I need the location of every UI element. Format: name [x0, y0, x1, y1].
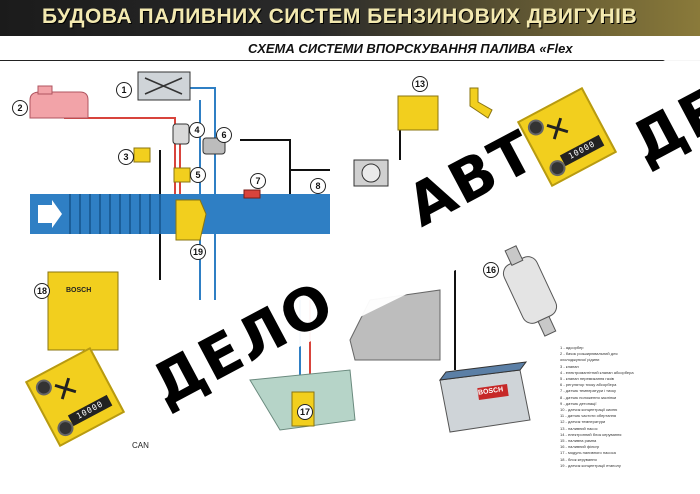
control-unit-18 [47, 271, 119, 351]
page-subtitle: СХЕМА СИСТЕМИ ВПОРСКУВАННЯ ПАЛИВА «Flex [248, 41, 573, 56]
legend-item: 11 - датчик частоти обертання [560, 413, 617, 419]
callout-6: 6 [216, 127, 232, 143]
temp-pressure-sensor-7 [243, 189, 261, 199]
callout-19: 19 [190, 244, 206, 260]
callout-18: 18 [34, 283, 50, 299]
fuel-pump-13 [397, 95, 439, 131]
legend-item: 5 - клапан перемикання газів [560, 376, 614, 382]
page-title: БУДОВА ПАЛИВНИХ СИСТЕМ БЕНЗИНОВИХ ДВИГУН… [42, 5, 638, 28]
legend-item: 15 - паливна рампа [560, 438, 597, 444]
callout-16: 16 [483, 262, 499, 278]
valve-3 [133, 147, 151, 163]
legend-item: 7 - датчик температури і тиску [560, 388, 617, 394]
callout-2: 2 [12, 100, 28, 116]
ecu-brand-label: BOSCH [66, 287, 92, 294]
callout-3: 3 [118, 149, 134, 165]
callout-8: 8 [310, 178, 326, 194]
callout-7: 7 [250, 173, 266, 189]
legend-item: 17 - модуль паливного насоса [560, 450, 616, 456]
battery [438, 361, 531, 433]
legend-item: 1 - адсорбер [560, 345, 584, 350]
legend-item: охолоджуючої рідини [560, 357, 600, 363]
legend-item: 2 - бачок розширювальний для [560, 351, 618, 357]
callout-5: 5 [190, 167, 206, 183]
solenoid-valve-4 [172, 123, 190, 145]
legend-item: 4 - електромагнітний клапан абсорбера [560, 369, 634, 375]
legend-item: 14 - електронний блок керування [560, 431, 622, 437]
airflow-arrow [38, 200, 62, 228]
legend-item: 6 - регулятор тиску абсорбера [560, 382, 617, 388]
legend-item: 3 - клапан [560, 363, 579, 369]
legend: 1 - адсорбер 2 - бачок розширювальний дл… [560, 345, 690, 469]
fuel-filter-16 [502, 245, 558, 337]
wrench-screwdriver-icon: ✕ [539, 109, 578, 151]
legend-item: 13 - паливний насос [560, 425, 598, 431]
legend-item: 16 - паливний фільтр [560, 444, 600, 450]
legend-item: 10 - датчик концентрації кисню [560, 407, 618, 413]
pedal-sensor [469, 87, 493, 119]
legend-item: 9 - датчик детонації [560, 400, 597, 406]
callout-1: 1 [116, 82, 132, 98]
black-line-b [240, 139, 291, 220]
legend-item: 18 - блок керування [560, 456, 597, 462]
expansion-tank [29, 91, 89, 119]
throttle-body [175, 199, 207, 241]
callout-13: 13 [412, 76, 428, 92]
wrench-screwdriver-icon: ✕ [47, 369, 86, 411]
legend-item: 19 - датчик концентрації етанолу [560, 462, 621, 468]
intake-ribs [69, 194, 161, 234]
header-bar [0, 0, 700, 36]
can-label: CAN [132, 441, 149, 450]
legend-item: 12 - датчик температури [560, 419, 606, 425]
subtitle-bar [0, 36, 700, 61]
legend-item: 8 - датчик положення заслінки [560, 394, 617, 400]
callout-17: 17 [297, 404, 313, 420]
callout-4: 4 [189, 122, 205, 138]
